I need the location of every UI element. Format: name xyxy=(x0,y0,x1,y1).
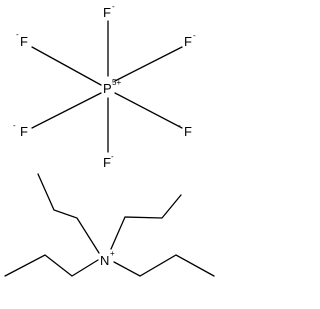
propyl-chain-down-right xyxy=(113,254,215,277)
hexafluorophosphate-anion: P 5+ F - - F F - F - F - F - xyxy=(13,2,196,170)
bond-p-f-lower-right xyxy=(114,92,183,129)
fluorine-upper-left-charge: - xyxy=(16,30,19,39)
fluorine-bottom-charge: - xyxy=(111,152,114,161)
propyl-chain-up-left xyxy=(37,173,100,254)
fluorine-lower-left: F xyxy=(20,124,28,139)
propyl-chain-down-left xyxy=(4,254,99,277)
fluorine-lower-right-charge: - xyxy=(178,121,181,130)
fluorine-upper-left: F xyxy=(20,34,28,49)
fluorine-lower-right: F xyxy=(184,124,192,139)
tetrapropylammonium-cation: N + xyxy=(4,173,215,277)
propyl-chain-up-right xyxy=(110,194,182,250)
fluorine-upper-right: F xyxy=(184,34,192,49)
bond-p-f-upper-left xyxy=(31,46,102,86)
fluorine-top: F xyxy=(103,5,111,20)
fluorine-upper-right-charge: - xyxy=(193,31,196,40)
bond-p-f-upper-right xyxy=(114,46,183,82)
fluorine-lower-left-charge: - xyxy=(13,121,16,130)
nitrogen-atom: N xyxy=(100,253,109,268)
phosphorus-charge: 5+ xyxy=(112,78,121,87)
structure-diagram: P 5+ F - - F F - F - F - F - N + xyxy=(4,2,215,277)
nitrogen-charge: + xyxy=(110,249,115,258)
fluorine-bottom: F xyxy=(103,155,111,170)
bond-p-f-lower-left xyxy=(31,92,102,129)
fluorine-top-charge: - xyxy=(112,2,115,11)
phosphorus-atom: P xyxy=(103,81,112,96)
